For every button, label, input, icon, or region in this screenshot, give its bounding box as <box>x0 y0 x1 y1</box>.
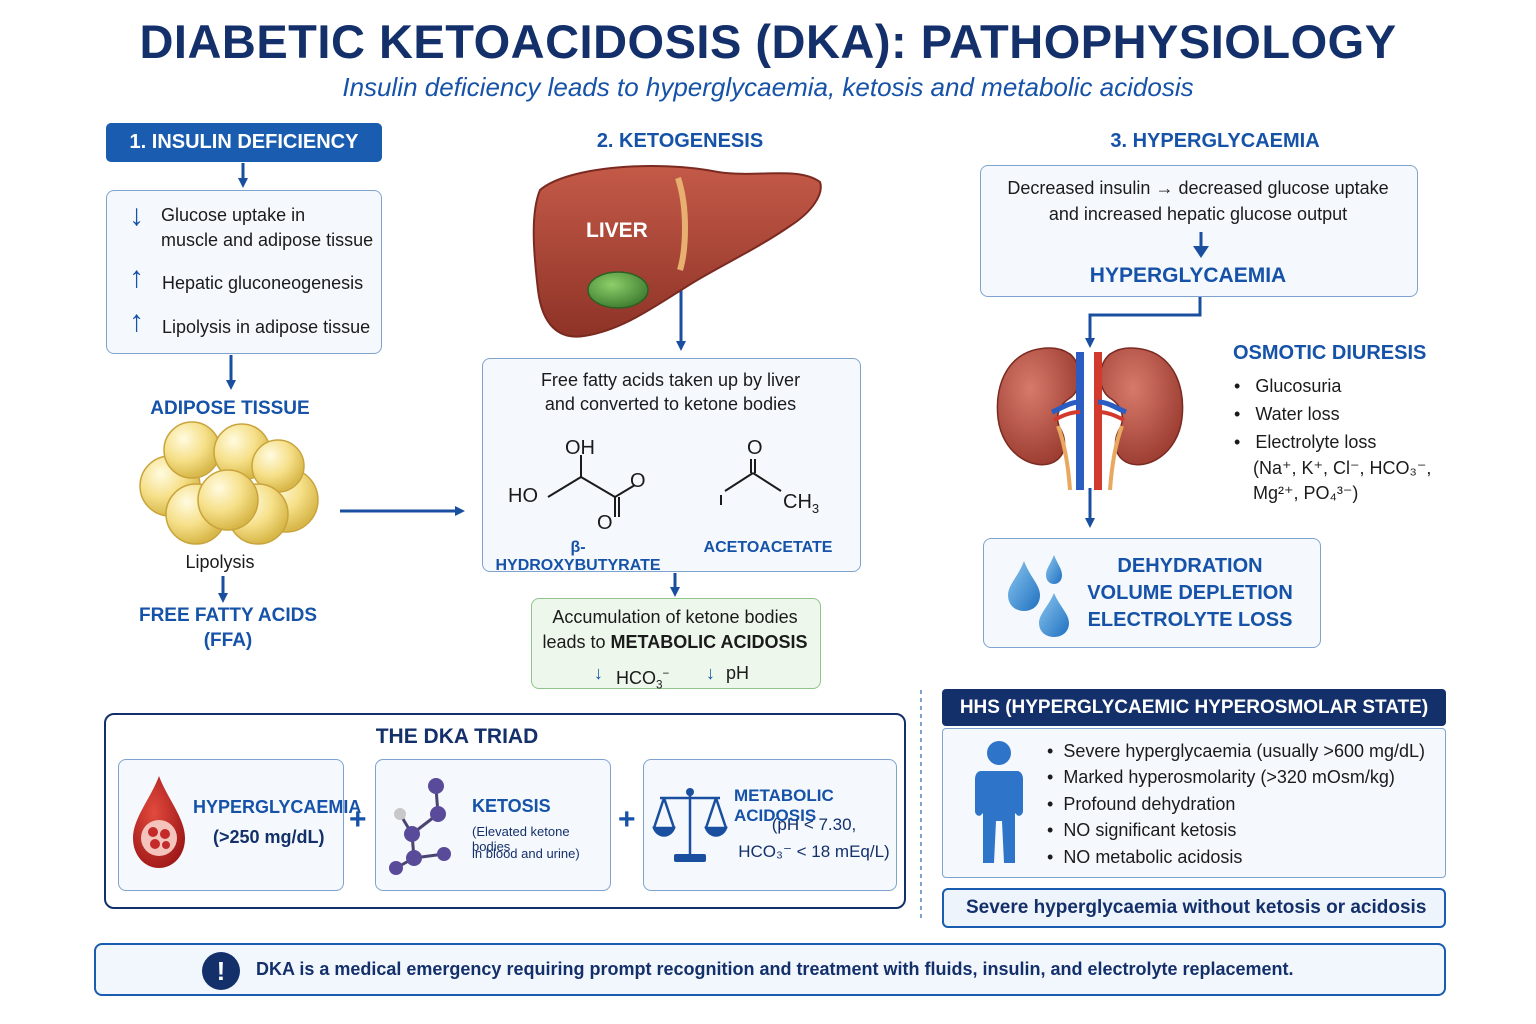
adipose-tissue-label: ADIPOSE TISSUE <box>150 398 310 419</box>
hhs-item: • NO metabolic acidosis <box>1047 847 1243 867</box>
lipolysis-label: Lipolysis <box>185 552 255 572</box>
triad-detail: (pH < 7.30, <box>771 815 857 834</box>
arrow-hyper-to-kidney <box>1085 297 1202 348</box>
hyperglycaemia-box: Decreased insulin → decreased glucose up… <box>980 165 1418 297</box>
down-arrow-icon: ↓ <box>129 199 144 232</box>
hyperglycaemia-text-2: and increased hepatic glucose output <box>1048 204 1348 224</box>
hhs-header: HHS (HYPERGLYCAEMIC HYPEROSMOLAR STATE) <box>942 689 1446 726</box>
triad-detail: (Elevated ketone bodies <box>472 824 570 854</box>
hyperglycaemia-header: 3. HYPERGLYCAEMIA <box>1110 130 1320 152</box>
osmotic-item: • Water loss <box>1234 404 1340 424</box>
footer-text: DKA is a medical emergency requiring pro… <box>256 959 1294 979</box>
triad-detail: (>250 mg/dL) <box>213 827 325 847</box>
down-arrow-icon: ↓ <box>706 663 715 683</box>
blood-drop-icon <box>133 776 185 868</box>
effect-text-3: Lipolysis in adipose tissue <box>162 317 371 337</box>
acetoacetate-structure <box>720 459 782 505</box>
hhs-item: • Profound dehydration <box>1047 794 1236 814</box>
water-drops-icon <box>1008 555 1069 637</box>
liver-icon <box>532 165 822 338</box>
adipose-cells-icon <box>139 421 319 545</box>
plus-icon: + <box>349 803 367 836</box>
plus-icon: + <box>618 803 636 836</box>
up-arrow-icon: ↑ <box>129 305 144 338</box>
dehydration-line: VOLUME DEPLETION <box>1087 582 1293 604</box>
bhb-oh: OH <box>565 437 595 459</box>
down-arrow-icon <box>1193 232 1209 258</box>
acidosis-box: Accumulation of ketone bodies leads to M… <box>531 598 821 692</box>
hhs-item: • NO significant ketosis <box>1047 820 1237 840</box>
dehydration-box: DEHYDRATION VOLUME DEPLETION ELECTROLYTE… <box>983 538 1321 648</box>
hhs-box: • Severe hyperglycaemia (usually >600 mg… <box>942 728 1446 878</box>
bhb-o-1: O <box>630 470 646 492</box>
acidosis-text-1: Accumulation of ketone bodies <box>552 607 798 627</box>
insulin-deficiency-header: 1. INSULIN DEFICIENCY <box>106 123 382 162</box>
hyperglycaemia-result: HYPERGLYCAEMIA <box>1089 264 1287 287</box>
triad-detail: HCO₃⁻ < 18 mEq/L) <box>738 842 890 861</box>
ketogenesis-box: Free fatty acids taken up by liver and c… <box>482 358 861 574</box>
acidosis-hco3: HCO3− <box>616 667 670 692</box>
hyperglycaemia-text-1: Decreased insulin → decreased glucose up… <box>1007 178 1389 198</box>
triad-title: KETOSIS <box>472 796 551 816</box>
balance-scale-icon <box>652 788 728 862</box>
page-title: DIABETIC KETOACIDOSIS (DKA): PATHOPHYSIO… <box>139 15 1397 68</box>
effect-text-1b: muscle and adipose tissue <box>161 230 374 250</box>
triad-card-hyperglycaemia: HYPERGLYCAEMIA (>250 mg/dL) <box>118 759 361 891</box>
triad-card-acidosis: METABOLIC ACIDOSIS (pH < 7.30, HCO₃⁻ < 1… <box>643 759 897 891</box>
footer-note: ! DKA is a medical emergency requiring p… <box>94 943 1446 996</box>
bhb-label: β-HYDROXYBUTYRATE <box>495 539 661 574</box>
ketogenesis-header: 2. KETOGENESIS <box>596 130 764 152</box>
ketone-molecule-icon <box>389 778 451 875</box>
dka-triad-panel: THE DKA TRIAD HYPERGLYCAEMIA (>250 mg/dL… <box>104 713 906 909</box>
ketogenesis-text-1: Free fatty acids taken up by liver <box>540 370 801 390</box>
aca-ch3: CH3 <box>783 491 820 516</box>
osmotic-diuresis-title: OSMOTIC DIURESIS <box>1233 342 1427 364</box>
ffa-label-line1: FREE FATTY ACIDS <box>138 605 318 626</box>
dehydration-line: DEHYDRATION <box>1117 555 1263 577</box>
hhs-item: • Severe hyperglycaemia (usually >600 mg… <box>1047 741 1425 761</box>
ffa-label-line2: (FFA) <box>203 630 253 651</box>
hhs-item: • Marked hyperosmolarity (>320 mOsm/kg) <box>1047 767 1395 787</box>
beta-hydroxybutyrate-structure <box>547 455 636 517</box>
ketogenesis-text-2: and converted to ketone bodies <box>544 394 797 414</box>
alert-icon: ! <box>202 952 240 990</box>
page-subtitle: Insulin deficiency leads to hyperglycaem… <box>342 72 1194 102</box>
acidosis-text-2: leads to METABOLIC ACIDOSIS <box>542 632 808 652</box>
effect-text-2: Hepatic gluconeogenesis <box>162 273 364 293</box>
dka-triad-title: THE DKA TRIAD <box>375 725 539 748</box>
electrolytes-line1: (Na⁺, K⁺, Cl⁻, HCO₃⁻, <box>1253 458 1432 478</box>
bhb-o-2: O <box>597 512 613 534</box>
osmotic-item: • Glucosuria <box>1234 376 1342 396</box>
acetoacetate-label: ACETOACETATE <box>703 539 833 556</box>
electrolytes-line2: Mg²⁺, PO₄³⁻) <box>1253 483 1359 503</box>
insulin-effects-box: ↓ Glucose uptake in muscle and adipose t… <box>106 190 382 354</box>
acidosis-ph: pH <box>726 663 750 683</box>
liver-label: LIVER <box>586 219 648 242</box>
aca-o: O <box>747 437 763 459</box>
hhs-summary: Severe hyperglycaemia without ketosis or… <box>942 888 1446 928</box>
triad-detail: in blood and urine) <box>472 846 580 861</box>
kidneys-icon <box>996 347 1184 490</box>
triad-card-ketosis: KETOSIS (Elevated ketone bodies in blood… <box>375 759 611 891</box>
triad-title: HYPERGLYCAEMIA <box>193 797 362 817</box>
triad-title: METABOLIC ACIDOSIS <box>734 786 834 825</box>
up-arrow-icon: ↑ <box>129 261 144 294</box>
bhb-ho: HO <box>508 485 538 507</box>
person-icon <box>975 741 1023 863</box>
down-arrow-icon: ↓ <box>594 663 603 683</box>
dehydration-line: ELECTROLYTE LOSS <box>1087 609 1293 631</box>
osmotic-item: • Electrolyte loss <box>1234 432 1377 452</box>
effect-text-1a: Glucose uptake in <box>161 205 306 225</box>
